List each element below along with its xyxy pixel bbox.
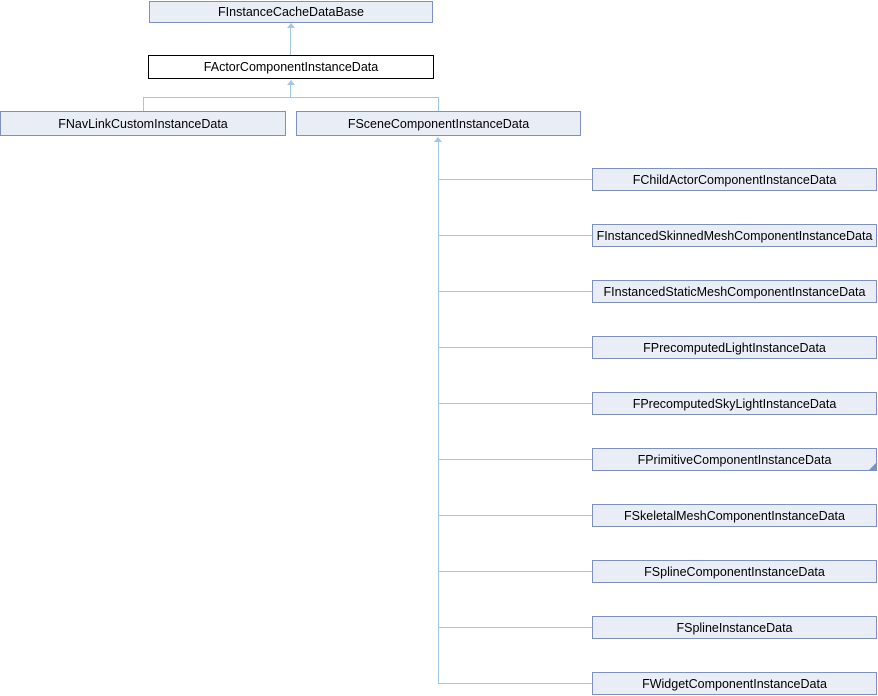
inheritance-edge: [290, 28, 291, 55]
class-node-fsplinecomponentinstancedata[interactable]: FSplineComponentInstanceData: [592, 560, 877, 583]
inheritance-edge: [143, 97, 144, 111]
class-node-fsplineinstancedata[interactable]: FSplineInstanceData: [592, 616, 877, 639]
inheritance-edge: [438, 97, 439, 111]
inheritance-edge: [438, 571, 592, 572]
inheritance-edge: [290, 85, 291, 97]
class-node-fskeletalmeshcomponentinstancedata[interactable]: FSkeletalMeshComponentInstanceData: [592, 504, 877, 527]
inheritance-edge: [438, 459, 592, 460]
inheritance-edge: [438, 179, 592, 180]
inheritance-edge: [438, 403, 592, 404]
class-node-factorcomponentinstancedata-current: FActorComponentInstanceData: [148, 55, 434, 79]
inheritance-edge: [438, 627, 592, 628]
class-node-fprecomputedlightinstancedata[interactable]: FPrecomputedLightInstanceData: [592, 336, 877, 359]
inheritance-edge: [438, 683, 592, 684]
class-node-finstancedskinnedmeshcomponentinstancedata[interactable]: FInstancedSkinnedMeshComponentInstanceDa…: [592, 224, 877, 247]
class-node-finstancedstaticmeshcomponentinstancedata[interactable]: FInstancedStaticMeshComponentInstanceDat…: [592, 280, 877, 303]
inheritance-edge: [143, 97, 439, 98]
inheritance-edge: [438, 515, 592, 516]
class-node-fscenecomponentinstancedata[interactable]: FSceneComponentInstanceData: [296, 111, 581, 136]
more-subclasses-indicator-icon: [869, 463, 876, 470]
class-node-fwidgetcomponentinstancedata[interactable]: FWidgetComponentInstanceData: [592, 672, 877, 695]
inheritance-edge-trunk: [438, 142, 439, 684]
class-node-fprecomputedskylightinstancedata[interactable]: FPrecomputedSkyLightInstanceData: [592, 392, 877, 415]
inheritance-arrow-icon: [434, 137, 442, 142]
class-node-label: FPrimitiveComponentInstanceData: [637, 452, 832, 467]
inheritance-arrow-icon: [287, 23, 295, 28]
class-node-fchildactorcomponentinstancedata[interactable]: FChildActorComponentInstanceData: [592, 168, 877, 191]
class-node-fprimitivecomponentinstancedata[interactable]: FPrimitiveComponentInstanceData: [592, 448, 877, 471]
inheritance-edge: [438, 235, 592, 236]
inheritance-edge: [438, 291, 592, 292]
inheritance-arrow-icon: [287, 80, 295, 85]
inheritance-edge: [438, 347, 592, 348]
class-node-fnavlinkcustominstancedata[interactable]: FNavLinkCustomInstanceData: [0, 111, 286, 136]
class-node-finstancecachedatabase[interactable]: FInstanceCacheDataBase: [149, 1, 433, 23]
